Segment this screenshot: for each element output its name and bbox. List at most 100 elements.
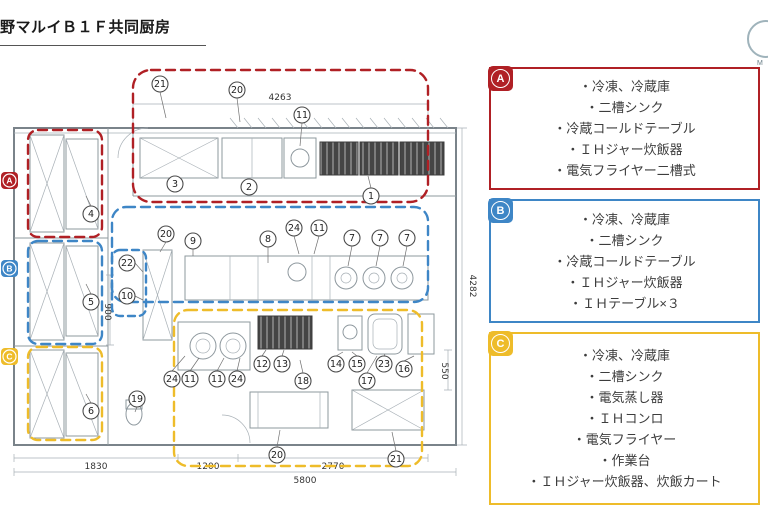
callout: 7 [398, 229, 416, 247]
svg-text:21: 21 [390, 454, 402, 465]
dim-top: 4263 [269, 93, 292, 103]
legend-item: ・冷凍、冷蔵庫 [578, 348, 670, 363]
svg-text:11: 11 [211, 374, 223, 385]
svg-text:14: 14 [330, 359, 342, 370]
zone-badge-b: B [1, 260, 18, 277]
callout: 1 [362, 187, 380, 205]
legend-item: ・電気フライヤー [572, 432, 677, 447]
dim-right: 4282 [467, 275, 477, 298]
svg-text:7: 7 [404, 233, 410, 244]
zone-badges: A B C [1, 172, 18, 365]
callout: 23 [375, 355, 393, 373]
callout: 18 [294, 372, 312, 390]
legend-box-b: B ・冷凍、冷蔵庫 ・二槽シンク ・冷蔵コールドテーブル ・ＩＨジャー炊飯器 ・… [488, 198, 760, 323]
callout: 13 [273, 355, 291, 373]
callout: 5 [82, 293, 100, 311]
svg-text:24: 24 [288, 223, 300, 234]
callout: 4 [82, 205, 100, 223]
svg-text:7: 7 [349, 233, 355, 244]
svg-text:2: 2 [246, 182, 252, 193]
zone-b-main [110, 205, 430, 304]
svg-text:1: 1 [368, 191, 374, 202]
legend-item: ・冷蔵コールドテーブル [553, 121, 696, 136]
callout: 21 [387, 450, 405, 468]
callout: 20 [157, 225, 175, 243]
svg-text:22: 22 [121, 258, 133, 269]
callout: 24 [228, 370, 246, 388]
dim-left: 900 [102, 303, 112, 320]
svg-text:3: 3 [172, 179, 178, 190]
legend-badge-b: B [488, 198, 513, 223]
callout: 9 [184, 232, 202, 250]
svg-text:12: 12 [256, 359, 268, 370]
callout: 16 [395, 360, 413, 378]
legend-item: ・ＩＨジャー炊飯器 [566, 142, 683, 157]
callouts: 21 20 11 3 2 1 4 22 10 5 20 9 8 24 11 7 … [82, 75, 416, 468]
svg-text:9: 9 [190, 236, 196, 247]
zone-c-main [172, 308, 424, 468]
svg-text:24: 24 [166, 374, 178, 385]
legend-badge-c-letter: C [491, 334, 510, 353]
callout: 20 [268, 446, 286, 464]
svg-text:21: 21 [154, 79, 166, 90]
callout: 11 [293, 106, 311, 124]
leader-lines [85, 91, 415, 452]
zone-a-left [26, 128, 104, 239]
callout: 19 [128, 390, 146, 408]
svg-text:23: 23 [378, 359, 390, 370]
svg-text:15: 15 [351, 359, 363, 370]
legend-item: ・ＩＨコンロ [585, 411, 664, 426]
floor-plan: 4263 4282 900 550 1830 1200 2770 5800 21… [1, 68, 477, 486]
svg-text:16: 16 [398, 364, 410, 375]
svg-text:5: 5 [88, 297, 94, 308]
zone-b-lobe [110, 248, 148, 318]
legend-item: ・電気蒸し器 [585, 390, 664, 405]
svg-text:4: 4 [88, 209, 94, 220]
legend-box-c: C ・冷凍、冷蔵庫 ・二槽シンク ・電気蒸し器 ・ＩＨコンロ ・電気フライヤー … [488, 331, 760, 505]
svg-text:11: 11 [296, 110, 308, 121]
svg-text:20: 20 [160, 229, 172, 240]
zone-badge-c: C [1, 348, 18, 365]
svg-text:10: 10 [121, 291, 133, 302]
svg-text:6: 6 [88, 406, 94, 417]
dim-b1: 1830 [85, 462, 108, 472]
callout: 24 [163, 370, 181, 388]
svg-text:17: 17 [361, 376, 373, 387]
svg-text:8: 8 [265, 234, 271, 245]
zone-overlays [26, 68, 430, 468]
svg-text:18: 18 [297, 376, 309, 387]
svg-text:A: A [6, 176, 12, 186]
callout: 12 [253, 355, 271, 373]
callout: 11 [181, 370, 199, 388]
callout: 2 [240, 178, 258, 196]
svg-text:7: 7 [377, 233, 383, 244]
svg-text:B: B [6, 264, 12, 274]
legend-item: ・ＩＨテーブル×３ [569, 295, 680, 311]
legend-item: ・二槽シンク [585, 232, 664, 248]
callout: 14 [327, 355, 345, 373]
legend-item: ・電気フライヤー二槽式 [553, 163, 696, 178]
zone-b-left [26, 239, 104, 346]
zone-badge-a: A [1, 172, 18, 189]
svg-text:11: 11 [184, 374, 196, 385]
legend-item: ・二槽シンク [585, 369, 664, 384]
callout: 11 [208, 370, 226, 388]
zone-a-top [131, 68, 430, 204]
svg-text:19: 19 [131, 394, 143, 405]
logo-caption: M [757, 60, 763, 67]
callout: 8 [259, 230, 277, 248]
legend-item: ・二槽シンク [585, 100, 664, 115]
callout: 15 [348, 355, 366, 373]
svg-text:11: 11 [313, 223, 325, 234]
callout: 6 [82, 402, 100, 420]
legend-box-a: A ・冷凍、冷蔵庫 ・二槽シンク ・冷蔵コールドテーブル ・ＩＨジャー炊飯器 ・… [488, 66, 760, 190]
legend-badge-a-letter: A [491, 69, 510, 88]
svg-text:C: C [6, 352, 12, 362]
zone-c-left [26, 345, 104, 442]
callout: 10 [118, 287, 136, 305]
legend-item: ・冷凍、冷蔵庫 [578, 79, 670, 94]
callout: 7 [343, 229, 361, 247]
dimensions: 4263 4282 900 550 1830 1200 2770 5800 [13, 93, 477, 486]
callout: 22 [118, 254, 136, 272]
callout: 3 [166, 175, 184, 193]
